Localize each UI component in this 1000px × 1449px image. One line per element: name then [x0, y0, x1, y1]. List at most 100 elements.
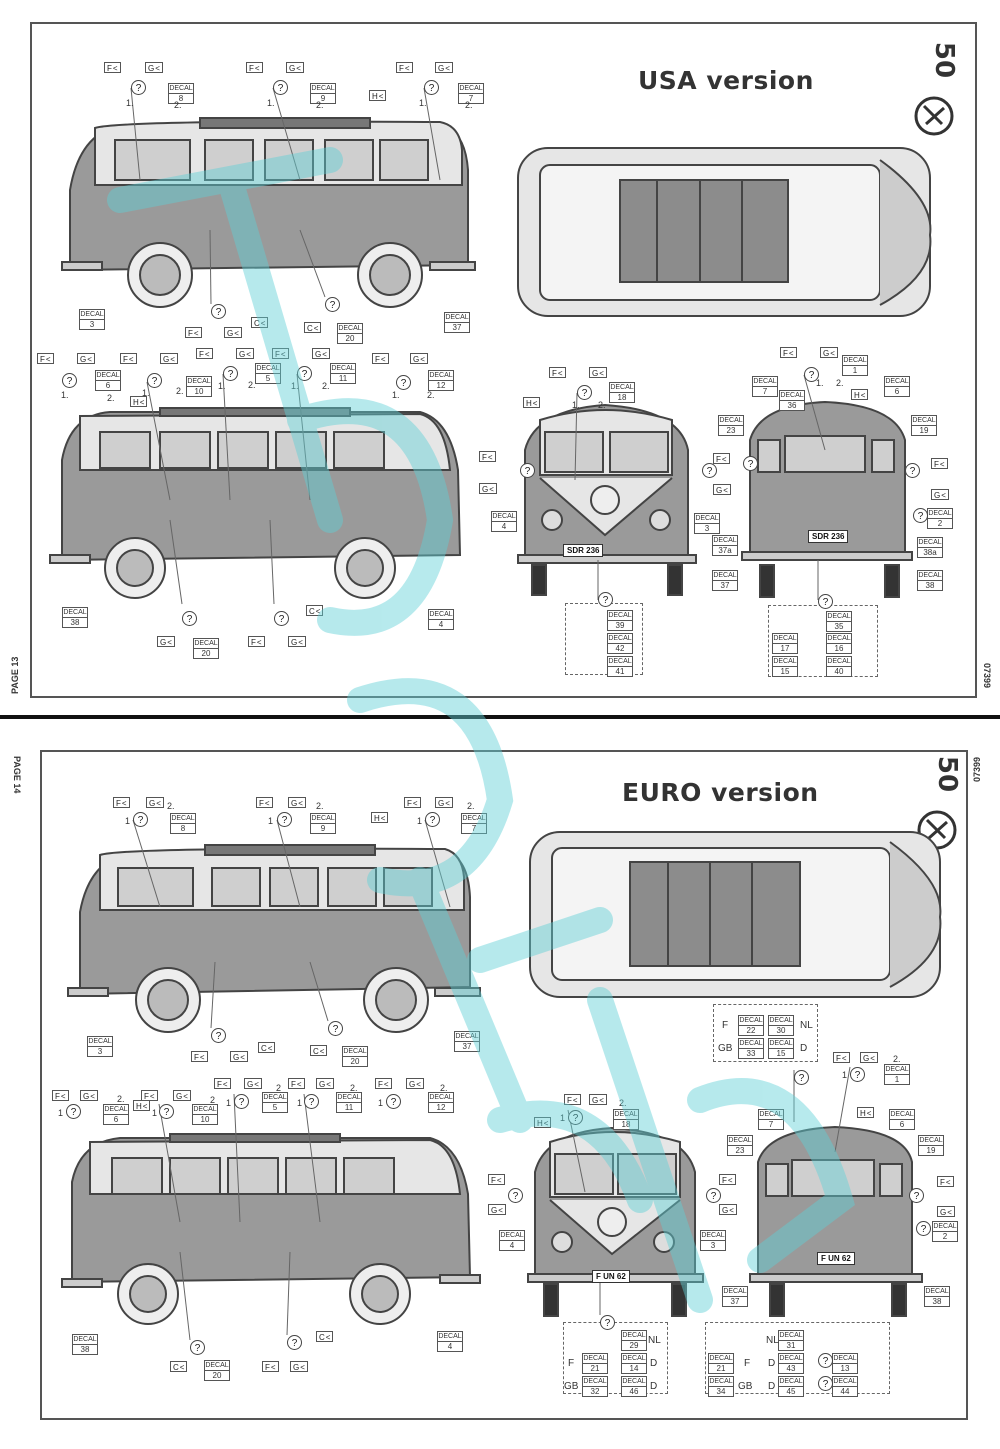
- decal-label: DECAL: [712, 535, 738, 545]
- question-marker: ?: [425, 812, 440, 827]
- decal-number: 10: [186, 386, 212, 397]
- decal-number: 19: [918, 1145, 944, 1156]
- side-view-left-bottom: [61, 1133, 481, 1325]
- usa-van-drawings: [49, 87, 932, 605]
- decal-label: DECAL: [255, 363, 281, 373]
- paint-code-tag: F: [104, 62, 121, 73]
- decal-label: DECAL: [778, 1376, 804, 1386]
- step-number: 2.: [176, 386, 184, 396]
- decal-label: DECAL: [832, 1353, 858, 1363]
- decal-number: 32: [582, 1386, 608, 1397]
- decal-label: DECAL: [582, 1353, 608, 1363]
- decal-label: DECAL: [607, 656, 633, 666]
- decal-label: DECAL: [582, 1376, 608, 1386]
- decal-label: DECAL: [607, 633, 633, 643]
- decal-label: DECAL: [708, 1353, 734, 1363]
- step-number: 1: [58, 1108, 64, 1118]
- paint-code-tag: G: [406, 1078, 424, 1089]
- paint-code-tag: G: [288, 636, 306, 647]
- decal-label: DECAL: [499, 1230, 525, 1240]
- question-marker: ?: [850, 1067, 865, 1082]
- decal-number: 36: [779, 400, 805, 411]
- decal-label: DECAL: [168, 83, 194, 93]
- euro-van-drawings: [61, 819, 942, 1341]
- decal-number: 4: [499, 1240, 525, 1251]
- decal-label: DECAL: [186, 376, 212, 386]
- country-code: F: [568, 1358, 575, 1369]
- question-marker: ?: [234, 1094, 249, 1109]
- decal-label: DECAL: [607, 610, 633, 620]
- step-number: 1: [297, 1098, 303, 1108]
- decal-number: 37: [712, 580, 738, 591]
- question-marker: ?: [520, 463, 535, 478]
- decal-group-box: [713, 1004, 818, 1062]
- svg-text:50: 50: [929, 42, 956, 78]
- decal-number: 14: [621, 1363, 647, 1374]
- decal-label: DECAL: [87, 1036, 113, 1046]
- decal-number: 38: [72, 1344, 98, 1355]
- decal-number: 18: [609, 392, 635, 403]
- decal-label: DECAL: [458, 83, 484, 93]
- paint-code-tag: H: [369, 90, 387, 101]
- rear-view: [749, 1125, 923, 1317]
- decal-number: 17: [772, 643, 798, 654]
- decal-label: DECAL: [428, 1092, 454, 1102]
- decal-number: 15: [768, 1048, 794, 1059]
- decal-number: 2: [932, 1231, 958, 1242]
- decal-number: 41: [607, 666, 633, 677]
- decal-label: DECAL: [778, 1353, 804, 1363]
- decal-number: 3: [700, 1240, 726, 1251]
- paint-code-tag: G: [435, 62, 453, 73]
- step-number: 2.: [174, 100, 182, 110]
- paint-code-tag: H: [133, 1100, 151, 1111]
- paint-code-tag: G: [820, 347, 838, 358]
- paint-code-tag: G: [589, 1094, 607, 1105]
- question-marker: ?: [211, 304, 226, 319]
- paint-code-tag: F: [272, 348, 289, 359]
- question-marker: ?: [913, 508, 928, 523]
- top-view: [529, 831, 942, 998]
- svg-text:50: 50: [932, 756, 959, 792]
- question-marker: ?: [794, 1070, 809, 1085]
- paint-code-tag: G: [145, 62, 163, 73]
- decal-number: 6: [889, 1119, 915, 1130]
- country-code: NL: [648, 1335, 661, 1346]
- paint-code-tag: F: [937, 1176, 954, 1187]
- decal-number: 31: [778, 1340, 804, 1351]
- paint-code-tag: F: [37, 353, 54, 364]
- question-marker: ?: [131, 80, 146, 95]
- step-number: 1.: [392, 390, 400, 400]
- instruction-page-13: PAGE 13 07399 USA version 50: [0, 0, 1000, 715]
- decal-label: DECAL: [722, 1286, 748, 1296]
- decal-number: 38a: [917, 547, 943, 558]
- step-number: 1.: [218, 381, 226, 391]
- decal-label: DECAL: [694, 513, 720, 523]
- decal-number: 44: [832, 1386, 858, 1397]
- decal-number: 9: [310, 93, 336, 104]
- decal-label: DECAL: [609, 382, 635, 392]
- page-frame: [30, 22, 977, 698]
- decal-label: DECAL: [924, 1286, 950, 1296]
- decal-label: DECAL: [772, 656, 798, 666]
- decal-number: 2: [927, 518, 953, 529]
- decal-label: DECAL: [826, 611, 852, 621]
- step-number: 2.: [350, 1083, 358, 1093]
- decal-label: DECAL: [428, 609, 454, 619]
- paint-code-tag: G: [410, 353, 428, 364]
- decal-number: 1: [842, 365, 868, 376]
